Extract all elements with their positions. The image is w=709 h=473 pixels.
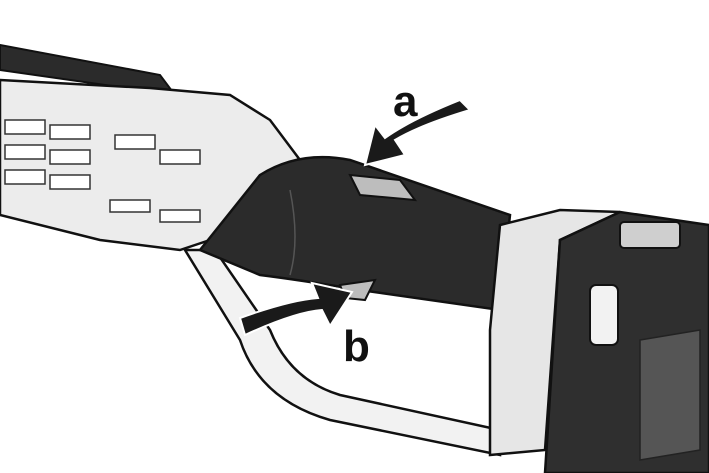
battery-side-panel — [639, 329, 701, 461]
battery-indicator — [589, 284, 619, 346]
label-b: b — [343, 322, 370, 371]
release-button-a — [348, 173, 418, 202]
vent-slots — [4, 119, 201, 223]
battery-button — [619, 221, 681, 249]
arrow-a-icon — [363, 98, 472, 167]
label-a: a — [393, 77, 418, 126]
arrow-b-icon — [238, 281, 354, 337]
